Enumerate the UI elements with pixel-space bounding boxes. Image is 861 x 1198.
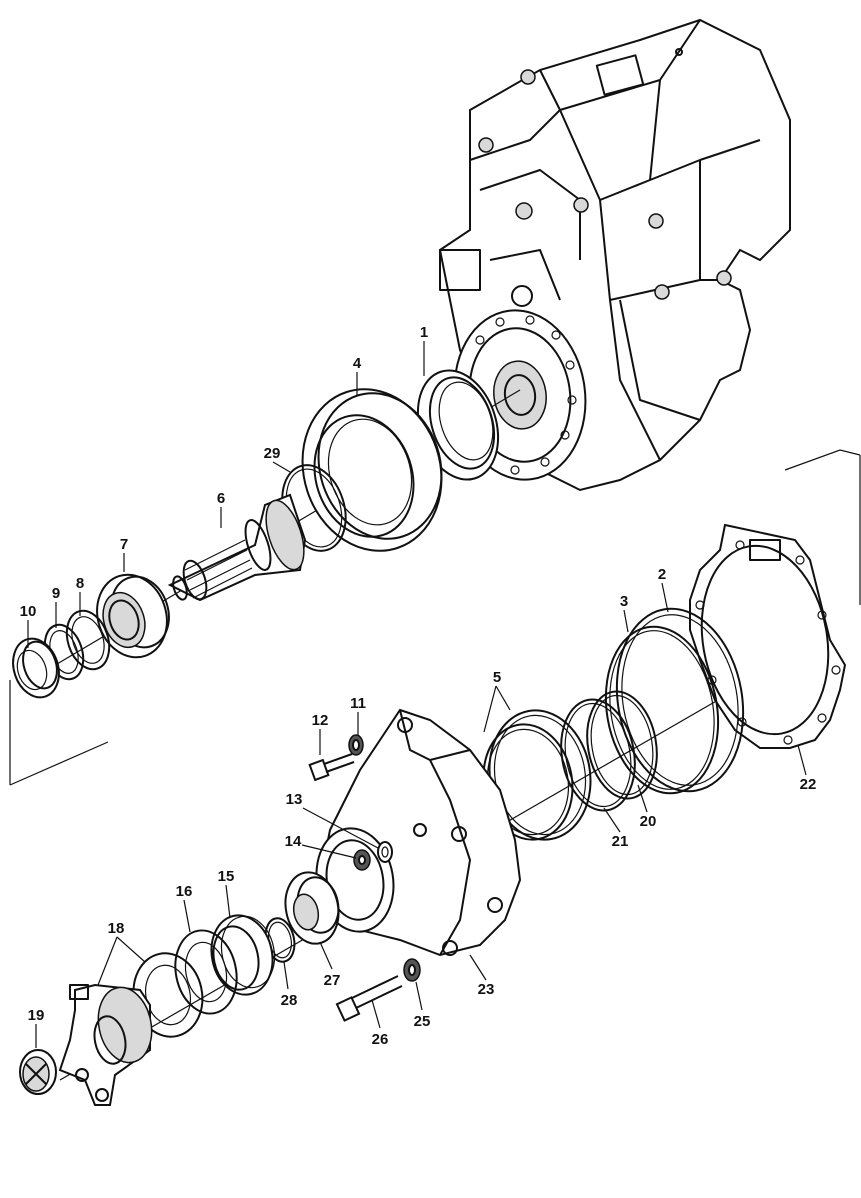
callout-12: 12	[312, 712, 329, 729]
callout-11: 11	[350, 695, 366, 712]
callout-13: 13	[286, 791, 303, 808]
callout-20: 20	[640, 813, 657, 830]
transmission-case	[438, 18, 791, 492]
callout-25: 25	[414, 1013, 431, 1030]
callout-15: 15	[218, 868, 235, 885]
callout-6: 6	[217, 490, 225, 507]
ring-16	[174, 929, 238, 1015]
bearing-7	[96, 573, 170, 659]
callout-8: 8	[76, 575, 84, 592]
cap-19	[19, 1049, 57, 1095]
callout-16: 16	[176, 883, 193, 900]
callout-4: 4	[353, 355, 362, 372]
washer-13	[377, 841, 393, 863]
callout-26: 26	[372, 1031, 389, 1048]
callout-23: 23	[478, 981, 495, 998]
cover-housing-23	[315, 708, 522, 957]
ring-3	[604, 625, 720, 795]
yoke-flange	[58, 983, 153, 1106]
callout-27: 27	[324, 972, 341, 989]
gasket-22	[689, 523, 847, 749]
housing-ring-4	[301, 388, 443, 552]
bearing-27	[284, 871, 340, 945]
shaft-6	[167, 493, 307, 602]
callout-14: 14	[285, 833, 302, 850]
callout-28: 28	[281, 992, 298, 1009]
bearing-cup-10	[12, 637, 60, 699]
callout-29: 29	[264, 445, 281, 462]
callout-22: 22	[800, 776, 817, 793]
callout-2: 2	[658, 566, 666, 583]
bolt-14	[353, 849, 371, 871]
washer-11	[348, 734, 364, 756]
callout-21: 21	[612, 833, 629, 850]
callout-1: 1	[420, 324, 428, 341]
callout-9: 9	[52, 585, 60, 602]
callout-19: 19	[28, 1007, 45, 1024]
callout-labels: 1 2 3 4 5 6 7 8 9 10 11 12 13 14 15 16 1…	[20, 324, 817, 1048]
callout-5: 5	[493, 669, 501, 686]
washer-25	[403, 958, 421, 982]
callout-3: 3	[620, 593, 628, 610]
callout-10: 10	[20, 603, 37, 620]
callout-7: 7	[120, 536, 128, 553]
ring-21	[560, 698, 636, 812]
bolt-26	[335, 975, 403, 1022]
ring-20	[586, 690, 658, 800]
callout-18: 18	[108, 920, 125, 937]
bolt-12	[308, 753, 355, 782]
leader-lines	[27, 341, 807, 1048]
ring-8	[65, 609, 111, 671]
